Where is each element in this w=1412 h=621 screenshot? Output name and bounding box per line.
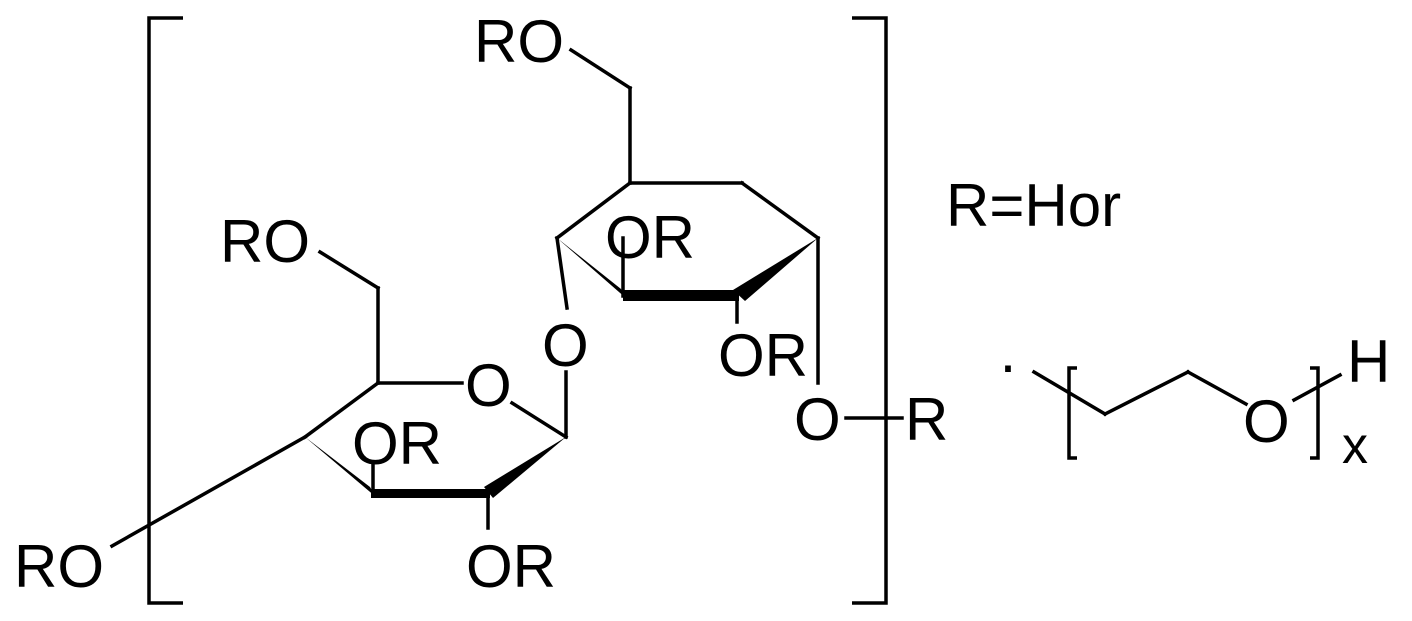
peg-o-label: O	[1243, 388, 1290, 455]
left-square-bracket	[147, 16, 183, 605]
peg-repeat-unit	[1031, 366, 1343, 460]
o-terminal-label: O	[794, 386, 841, 453]
peg-left-bracket	[1067, 366, 1077, 460]
peg-x-subscript: x	[1342, 417, 1368, 475]
o-ring-lower-label: O	[465, 352, 512, 419]
r-terminal-label: R	[905, 386, 948, 453]
peg-right-bracket	[1310, 366, 1320, 460]
r-definition-label: R=Hor	[946, 172, 1121, 239]
or-upper-ring-top-label: OR	[605, 204, 695, 271]
or-upper-ring-bottom-label: OR	[718, 322, 808, 389]
ro-left-ring-label: RO	[220, 208, 310, 275]
o-bridge-label: O	[542, 312, 589, 379]
right-square-bracket	[852, 16, 888, 605]
ro-top-label: RO	[474, 8, 564, 75]
or-lower-ring-bottom-label: OR	[466, 533, 556, 600]
upper-glucose-ring	[554, 47, 821, 385]
or-lower-ring-top-label: OR	[352, 410, 442, 477]
lower-glucose-ring	[109, 249, 569, 549]
peg-h-label: H	[1347, 328, 1390, 395]
ro-bottom-left-label: RO	[14, 533, 104, 600]
dot-separator: ·	[998, 331, 1018, 398]
